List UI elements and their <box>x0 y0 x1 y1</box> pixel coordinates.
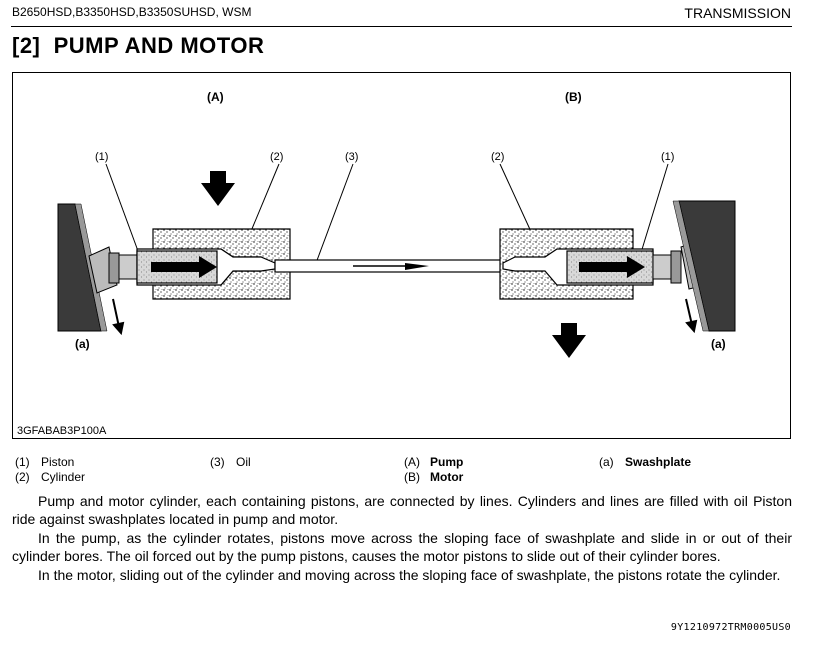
legend-col-3: (A)Pump (B)Motor <box>404 455 463 485</box>
legend-item: (B)Motor <box>404 470 464 484</box>
document-code: 9Y1210972TRM0005US0 <box>670 622 791 633</box>
callout-cylinder-right: (2) <box>491 151 504 163</box>
pump-input-arrow <box>201 171 235 206</box>
rotation-arrow-right <box>685 298 698 334</box>
piston-arrow-right <box>579 256 645 278</box>
left-cylinder-block <box>136 228 291 300</box>
legend-col-1: (1)Piston (2)Cylinder <box>15 455 85 485</box>
legend-col-2: (3)Oil <box>210 455 251 470</box>
rotation-arrow-left <box>112 298 125 336</box>
header-rule <box>11 26 792 27</box>
figure-diagram: (A) (B) (1) (2) (3) (2) (1) <box>57 90 736 358</box>
callout-cylinder-left: (2) <box>270 151 283 163</box>
callout-oil: (3) <box>345 151 358 163</box>
header-section: TRANSMISSION <box>684 5 791 21</box>
page-title: [2] PUMP AND MOTOR <box>12 33 265 58</box>
figure-code: 3GFABAB3P100A <box>17 425 107 437</box>
callout-piston-right: (1) <box>661 151 674 163</box>
leader-lines <box>105 163 669 264</box>
pump-motor-figure: (A) (B) (1) (2) (3) (2) (1) <box>12 72 791 439</box>
paragraph-1: Pump and motor cylinder, each containing… <box>12 493 792 528</box>
pump-label: (A) <box>207 90 224 104</box>
legend-item: (a)Swashplate <box>599 455 692 469</box>
paragraph-3: In the motor, sliding out of the cylinde… <box>38 566 781 583</box>
legend-item: (A)Pump <box>404 455 464 469</box>
piston-arrow-left <box>151 256 217 278</box>
callout-piston-left: (1) <box>95 151 108 163</box>
right-swashplate <box>672 200 736 332</box>
swashplate-label-left: (a) <box>75 337 90 351</box>
header-models: B2650HSD,B3350HSD,B3350SUHSD, WSM <box>12 5 252 19</box>
swashplate-label-right: (a) <box>711 337 726 351</box>
oil-flow-arrow <box>405 263 429 270</box>
paragraph-2: In the pump, as the cylinder rotates, pi… <box>12 529 792 565</box>
body-text: Pump and motor cylinder, each containing… <box>12 492 792 584</box>
motor-output-arrow <box>552 323 586 358</box>
legend-col-4: (a)Swashplate <box>599 455 691 470</box>
motor-label: (B) <box>565 90 582 104</box>
legend-item: (2)Cylinder <box>15 470 86 484</box>
legend-item: (3)Oil <box>210 455 251 469</box>
legend-item: (1)Piston <box>15 455 75 469</box>
